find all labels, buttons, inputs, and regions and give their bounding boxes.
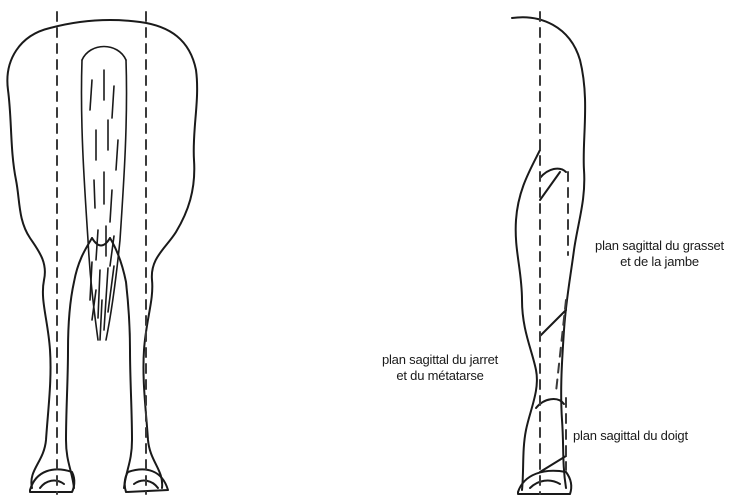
label-plan-grasset-line2: et de la jambe (572, 254, 747, 270)
perineum-curve (92, 238, 110, 246)
label-plan-grasset-line1: plan sagittal du grasset (572, 238, 747, 254)
stifle-bar (540, 169, 566, 178)
rump-outline (7, 20, 197, 488)
label-plan-jarret-line2: et du métatarse (365, 368, 515, 384)
lateral-hoof (518, 471, 571, 494)
lateral-hoof-bulb (530, 481, 560, 488)
label-plan-jarret: plan sagittal du jarret et du métatarse (365, 352, 515, 384)
left-hoof-bulb (40, 481, 64, 488)
label-plan-grasset: plan sagittal du grasset et de la jambe (572, 238, 747, 270)
tail (81, 47, 126, 341)
pastern-pointer (540, 456, 566, 472)
stifle-pointer (540, 172, 560, 200)
label-plan-doigt: plan sagittal du doigt (573, 428, 688, 444)
lateral-hindlimb-back (516, 150, 540, 490)
inner-left-leg (66, 238, 92, 488)
label-plan-doigt-line1: plan sagittal du doigt (573, 428, 688, 444)
label-plan-jarret-line1: plan sagittal du jarret (365, 352, 515, 368)
sagittal-planes (57, 12, 568, 494)
